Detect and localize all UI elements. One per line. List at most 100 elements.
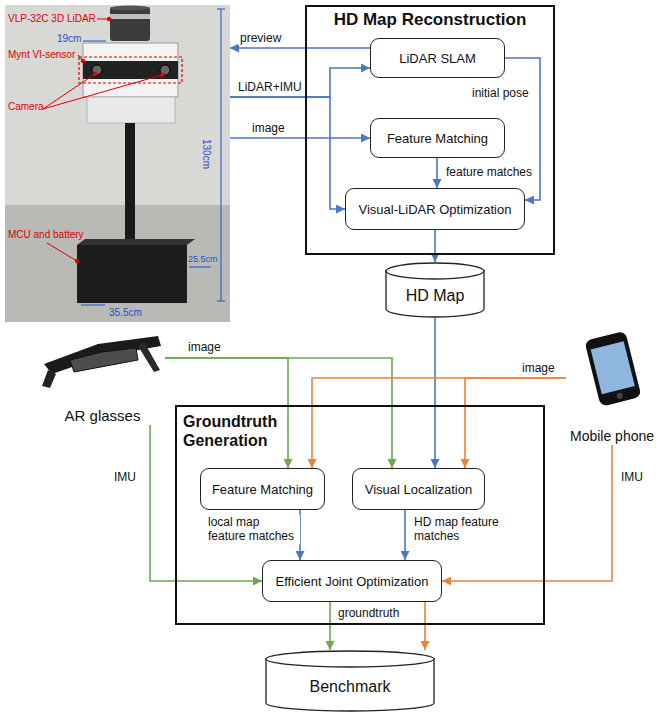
ar-glasses-picture: [40, 330, 165, 392]
base-box: [77, 245, 187, 303]
device-label: Mobile phone: [566, 428, 658, 444]
process-box: Efficient Joint Optimization: [262, 560, 442, 602]
lidar-unit: [110, 6, 150, 42]
mobile-phone-picture: [591, 341, 635, 394]
leader-lines: [81, 59, 85, 63]
sensor-head: [83, 43, 178, 97]
connector-arrow: [299, 510, 301, 560]
edge-label: image: [520, 361, 557, 375]
lidar-unit: [110, 7, 150, 41]
box-text: Visual-LiDAR Optimization: [359, 202, 512, 217]
edge-label: preview: [238, 31, 283, 45]
device-label: AR glasses: [40, 407, 165, 424]
box-text: Feature Matching: [212, 482, 313, 497]
leader-lines: [47, 243, 77, 261]
edge-label: initial pose: [470, 86, 531, 100]
dimension-lines: [83, 41, 106, 42]
sensor-head: [83, 61, 178, 79]
leader-lines: [107, 17, 111, 21]
callout-label: VLP-32C 3D LiDAR: [8, 13, 96, 25]
wall: [5, 5, 230, 205]
callout-label: Camera: [8, 101, 44, 113]
cylinder-text: HD Map: [406, 287, 465, 305]
edge-label: IMU: [619, 470, 645, 484]
box-text: Visual Localization: [365, 482, 472, 497]
ar-glasses-picture: [138, 342, 160, 372]
floor: [5, 205, 230, 322]
edge-label: IMU: [112, 470, 138, 484]
connector-arrow: [230, 47, 370, 49]
connector-arrow: [404, 510, 406, 560]
process-box: LiDAR SLAM: [370, 38, 505, 78]
edge-label: feature matches: [444, 165, 534, 179]
cylinder-top: [386, 263, 484, 279]
callout-label: 19cm: [57, 33, 81, 45]
pole: [125, 123, 135, 245]
dimension-lines: [221, 9, 222, 301]
cylinder-top: [266, 651, 434, 667]
connector-arrow: [434, 230, 436, 262]
callout-label: Mynt VI-sensor: [8, 49, 75, 61]
group-title: HD Map Reconstruction: [307, 10, 553, 30]
callout-label: 35.5cm: [109, 307, 142, 319]
group-box: Groundtruth GenerationFeature Matching Vi…: [175, 405, 545, 625]
lidar-unit: [110, 14, 150, 19]
connector-arrow: [230, 68, 370, 97]
dimension-lines: [81, 305, 105, 306]
process-box: Feature Matching: [200, 468, 325, 510]
dimension-lines: [189, 267, 211, 268]
device-picture: AR glasses: [40, 328, 165, 425]
connector-arrow: [165, 358, 392, 468]
connector-arrow: [329, 602, 331, 650]
box-text: Efficient Joint Optimization: [276, 574, 429, 589]
lidar-unit: [110, 6, 150, 11]
edge-label: HD map feature matches: [412, 515, 506, 544]
dimension-lines: [217, 9, 225, 10]
device-picture: Mobile phone: [566, 328, 658, 445]
callout-label: 130cm: [200, 139, 212, 169]
mobile-phone-picture: [584, 331, 641, 407]
leader-lines: [43, 74, 95, 109]
ar-glasses-picture: [44, 336, 161, 374]
leader-lines: [160, 73, 164, 77]
leader-lines: [93, 72, 97, 76]
process-box: Feature Matching: [370, 118, 505, 158]
sensor-head: [92, 65, 102, 75]
callout-label: MCU and battery: [8, 229, 84, 241]
dimension-lines: [217, 301, 225, 302]
connector-arrow: [230, 97, 345, 209]
group-box: HD Map ReconstructionLiDAR SLAM Feature M…: [305, 5, 555, 255]
connector-arrow: [505, 58, 540, 200]
connector-arrow: [312, 378, 566, 468]
leader-lines: [43, 75, 162, 109]
connector-arrow: [230, 137, 370, 139]
device-photo: VLP-32C 3D LiDAR Mynt VI-sensorCameraMCU …: [5, 5, 230, 322]
edge-label: groundtruth: [336, 606, 401, 620]
leader-lines: [75, 259, 79, 263]
edge-label: image: [250, 121, 287, 135]
connector-arrow: [424, 602, 426, 650]
edge-label: local map feature matches: [206, 515, 300, 544]
callout-label: 25.5cm: [188, 254, 218, 265]
mobile-phone-picture: [575, 330, 650, 408]
connector-arrow: [434, 318, 436, 468]
box-text: LiDAR SLAM: [399, 51, 476, 66]
ar-glasses-picture: [42, 370, 56, 388]
edge-label: image: [186, 340, 223, 354]
connector-arrow: [465, 378, 566, 468]
edge-label: LiDAR+IMU: [236, 80, 304, 94]
database-cylinder: Benchmark: [265, 650, 435, 712]
base-box: [77, 239, 195, 303]
process-box: Visual-LiDAR Optimization: [345, 188, 525, 230]
group-title: Groundtruth Generation: [183, 412, 293, 450]
connector-arrow: [442, 445, 612, 581]
cylinder-text: Benchmark: [310, 678, 391, 696]
base-box: [77, 239, 195, 245]
sensor-outline: [79, 57, 182, 83]
database-cylinder: HD Map: [385, 262, 485, 318]
mobile-phone-picture: [616, 392, 623, 399]
